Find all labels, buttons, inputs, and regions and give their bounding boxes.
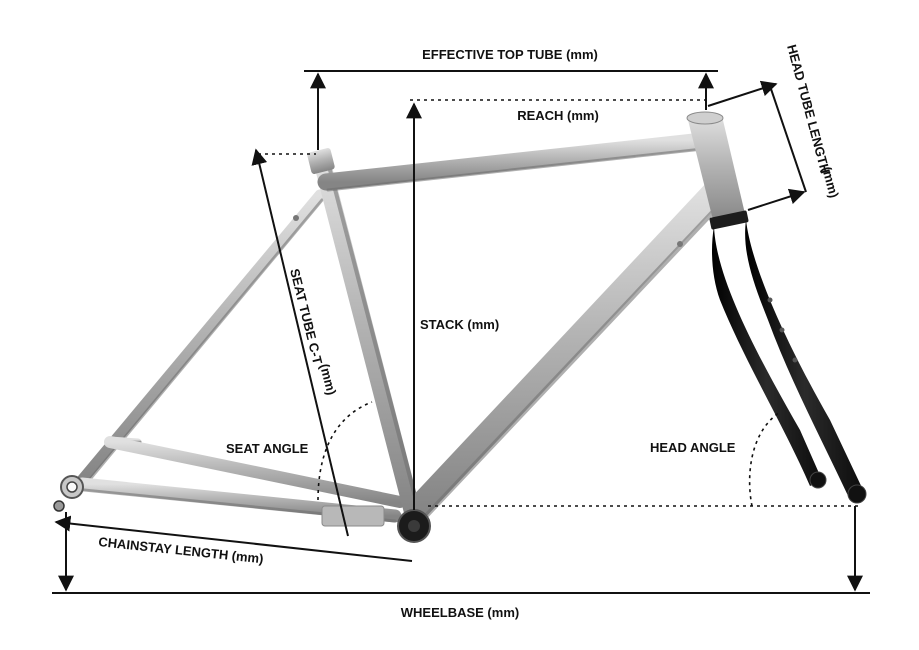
head-tube-length-line [769, 85, 807, 193]
head-angle-arc [748, 411, 781, 507]
chainstay-upper [104, 436, 406, 508]
wheelbase-label: WHEELBASE (mm) [401, 605, 519, 620]
effective-top-tube-label: EFFECTIVE TOP TUBE (mm) [422, 47, 598, 62]
headset [709, 210, 749, 230]
head-tube-top-arrow [707, 80, 778, 107]
seat-tube-ct-label: SEAT TUBE C-T [287, 267, 325, 366]
head-tube-bottom-arrow [747, 188, 806, 211]
head-tube-top [686, 111, 724, 125]
down-tube-shade [423, 193, 731, 519]
bottle-boss-seat-stay [293, 215, 299, 221]
bottle-boss-down-tube [677, 241, 683, 247]
head-tube-length-unit: (mm) [819, 165, 842, 200]
fork-leg-left [712, 226, 822, 486]
seat-tube-ct-arrow [251, 148, 349, 537]
fork-dropout-left [809, 471, 827, 489]
stack-label: STACK (mm) [420, 317, 499, 332]
dimension-lines [52, 70, 870, 594]
bottom-bracket-center [408, 520, 420, 532]
seat-angle-arc [317, 401, 373, 501]
fork-mount-2 [779, 327, 785, 333]
derailleur-hanger [53, 500, 65, 512]
seat-tube [313, 153, 421, 519]
fork-mount-3 [792, 357, 798, 363]
seat-tube-shade [328, 168, 420, 510]
top-tube-shade [326, 146, 714, 192]
reach-label: REACH (mm) [517, 108, 599, 123]
fork-dropout-right [847, 484, 867, 504]
seat-tube-ct-unit: (mm) [317, 362, 339, 396]
fork-leg-right [745, 220, 864, 500]
seat-angle-label: SEAT ANGLE [226, 441, 309, 456]
chainstay-bridge-plate [321, 505, 385, 527]
head-tube [688, 116, 746, 224]
head-angle-label: HEAD ANGLE [650, 440, 736, 455]
rear-axle [66, 481, 78, 493]
head-tube-length-label: HEAD TUBE LENGTH [784, 43, 833, 175]
chainstay-length-label: CHAINSTAY LENGTH (mm) [98, 534, 265, 566]
fork-mount-1 [767, 297, 773, 303]
seat-stay-tube [76, 189, 326, 486]
seat-stay-shade [84, 198, 324, 486]
down-tube [404, 176, 730, 522]
top-tube [317, 131, 721, 191]
chainstay-length-line [54, 515, 413, 562]
